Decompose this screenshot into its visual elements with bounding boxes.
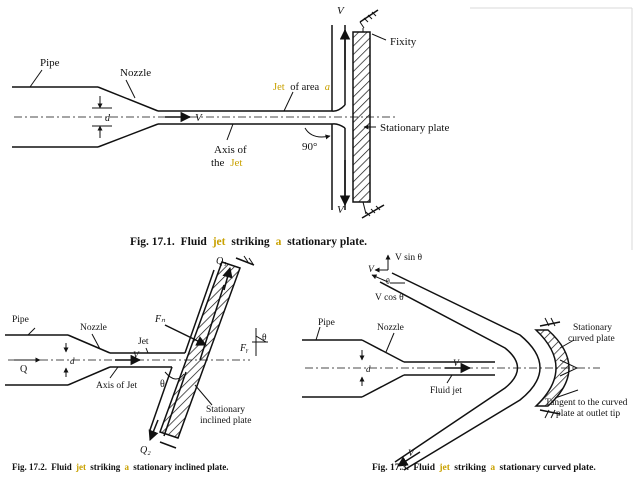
figure-17-1: V Fixity Pipe Nozzle Jet of area a d V S… [12,5,449,248]
fig2-axis-label: Axis of Jet [96,380,138,391]
fig3-pipe-label: Pipe [318,318,335,328]
fig2-normal-force-label: Fₙ [154,314,166,325]
fig1-axis-leader [226,123,234,141]
fig3-vsin-label: V sin θ [395,253,423,263]
fig3-jet-velocity-label: V [453,359,460,369]
fig1-diameter-label: d [105,113,111,124]
fig3-nozzle-label: Nozzle [377,323,404,333]
fig3-v-outlet-label: V [408,449,415,459]
fig1-angle-label: 90° [302,141,317,153]
fig2-q2-arrow [148,419,159,441]
fig2-nozzle-label: Nozzle [80,323,107,333]
fig1-jet-word: Jet [273,82,285,93]
slide-frame [470,7,633,250]
fig3-curved-plate [534,329,570,407]
fig2-theta-box-label: θ [262,333,267,343]
fig1-stationary-plate-label: Stationary plate [380,122,449,134]
fig1-jet-leader [283,91,294,112]
fig1-caption: Fig. 17.1. Fluid jet striking a stationa… [130,236,367,248]
fig1-axis-label-1: Axis of [214,144,247,156]
fig2-plate-label-2: inclined plate [200,416,251,426]
fig2-plate-label-1: Stationary [206,405,245,415]
fig3-plate-label-2: curved plate [568,334,615,344]
fig3-diameter-label: d [366,364,371,374]
fig1-nozzle-bottom [97,123,159,148]
fig3-theta-label: θ [386,277,390,286]
fig2-normal-force-arrow [164,324,207,346]
fig1-fixity-label: Fixity [390,36,417,48]
fig3-fluid-jet-label: Fluid jet [430,386,462,396]
fig1-jet-velocity-label: V [195,112,203,124]
fig1-nozzle-top [97,86,159,112]
fig2-inclined-plate [159,261,241,439]
fig1-axis-label-2: the Jet [211,157,242,169]
figure-17-3: V sin θ V θ V cos θ Pipe Nozzle Stationa… [302,253,628,473]
fig1-pipe-leader [29,69,43,88]
fig2-caption: Fig. 17.2. Fluid jet striking a stationa… [12,462,229,472]
fig1-pipe-label: Pipe [40,57,60,69]
fig1-stationary-plate [352,31,371,203]
fig2-force-y-label: Fᵧ [239,343,249,354]
fig3-caption: Fig. 17.3. Fluid jet striking a stationa… [372,463,596,473]
fig3-plate-label-1: Stationary [573,323,612,333]
fig3-outer-flow [379,281,519,463]
fig1-velocity-top-label: V [337,5,345,17]
fig1-fixity-leader [371,33,387,41]
fig2-jet-velocity-label: V [133,351,140,361]
fig2-pipe-label: Pipe [12,315,29,325]
fig2-q1-label: Q₁ [216,256,227,267]
fig2-q2-label: Q₂ [140,445,151,456]
fig3-vcos-label: V cos θ [375,293,404,303]
fig2-diameter-label: d [70,356,75,366]
fig1-nozzle-leader [125,79,136,99]
fig1-jet-area-label: Jet of area a [273,82,330,93]
fig3-tangent-label-1: Tangent to the curved [545,398,628,408]
fig1-velocity-bottom-label: V [337,204,345,216]
fig3-inner-flow [391,272,541,471]
fig2-theta-label: θ [160,379,165,390]
fig3-v-left-label: V [368,265,375,275]
fig3-tangent-label-2: plate at outlet tip [556,409,620,419]
fig2-flow-label: Q [20,364,28,375]
fig1-nozzle-label: Nozzle [120,67,151,79]
figure-17-2: Q₁ Pipe Nozzle Fₙ Jet Q d V Fᵧ θ Axis of… [5,255,268,472]
fig1-angle-arc [304,127,331,140]
fig2-jet-label: Jet [138,337,149,347]
